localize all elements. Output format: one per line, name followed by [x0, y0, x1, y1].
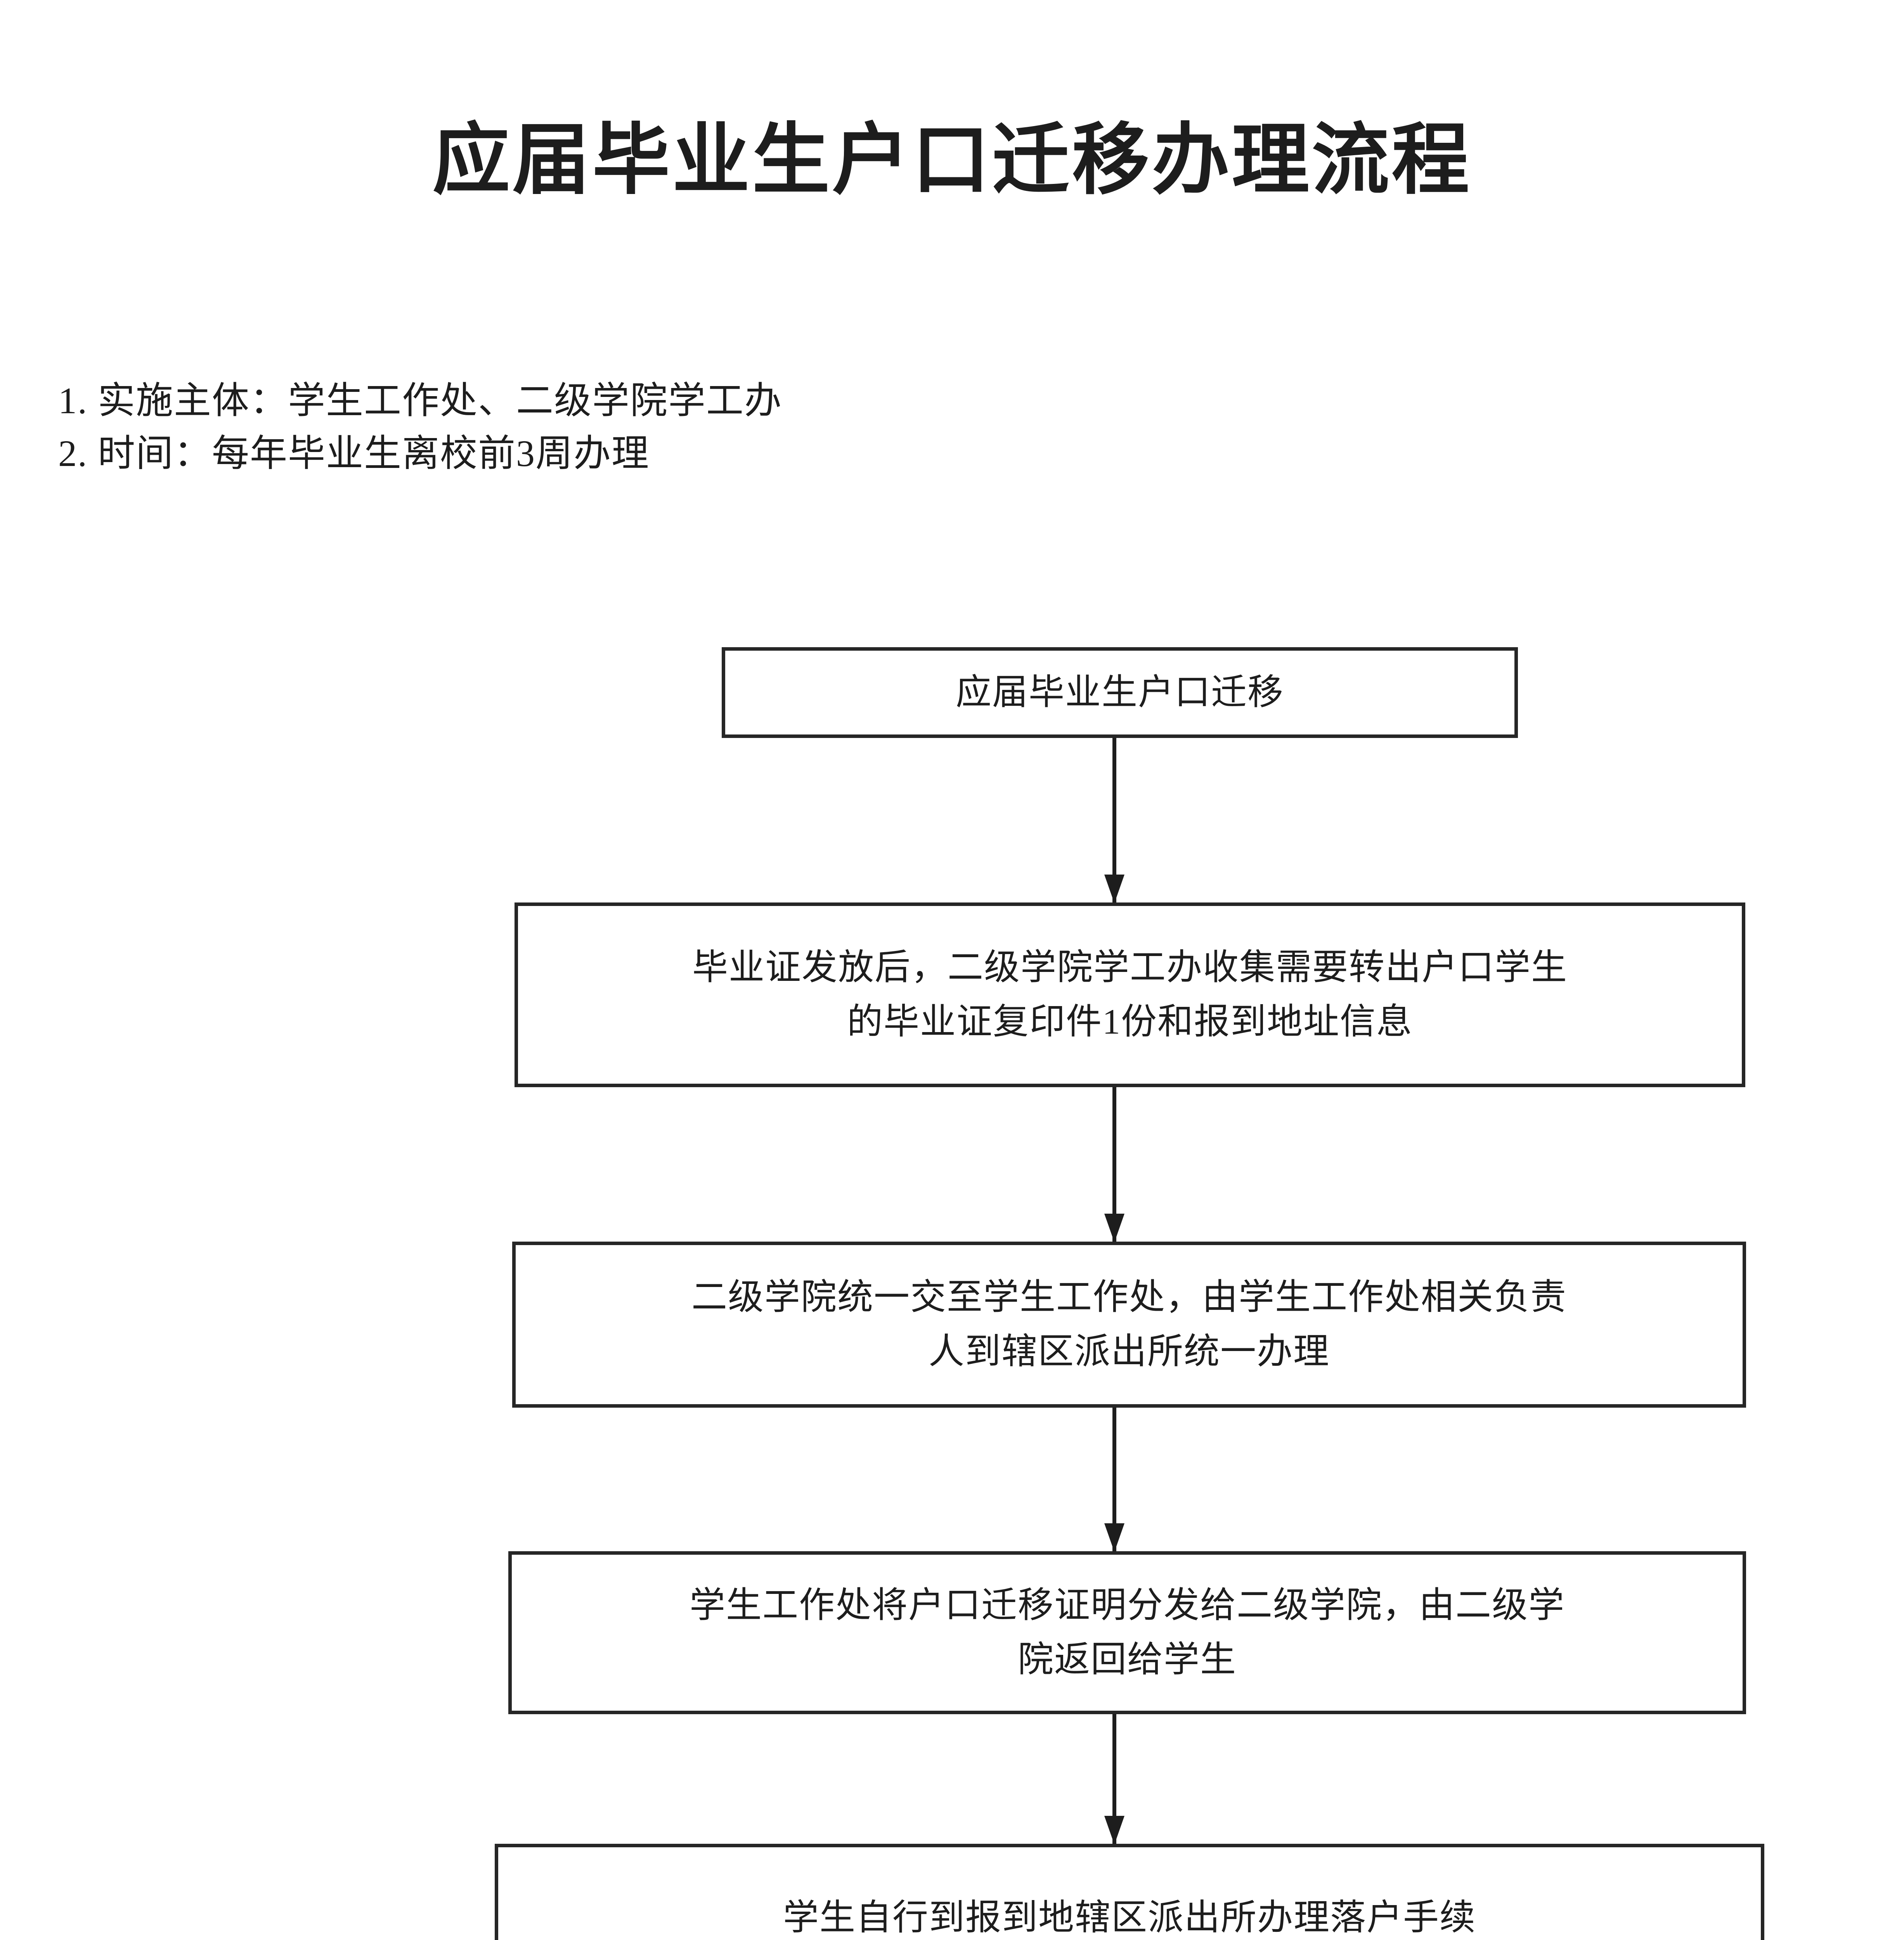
notes-block: 1. 实施主体：学生工作处、二级学院学工办 2. 时间：每年毕业生离校前3周办理 [58, 374, 782, 480]
flow-node-step-2-line-2: 人到辖区派出所统一办理 [928, 1332, 1330, 1371]
flow-node-step-4: 学生自行到报到地辖区派出所办理落户手续 [495, 1844, 1764, 1940]
note-line-timing: 2. 时间：每年毕业生离校前3周办理 [58, 433, 650, 475]
flow-node-step-3: 学生工作处将户口迁移证明分发给二级学院，由二级学 院返回给学生 [508, 1551, 1746, 1714]
note-line-implementing-body: 1. 实施主体：学生工作处、二级学院学工办 [58, 380, 782, 421]
flow-node-step-1-line-2: 的毕业证复印件1份和报到地址信息 [847, 1002, 1413, 1041]
flow-node-start: 应届毕业生户口迁移 [722, 647, 1518, 738]
flow-node-step-2-line-1: 二级学院统一交至学生工作处，由学生工作处相关负责 [691, 1277, 1567, 1317]
flow-node-step-3-line-1: 学生工作处将户口迁移证明分发给二级学院，由二级学 [689, 1585, 1565, 1625]
flow-connector-4-arrow-down [1112, 1714, 1116, 1844]
flow-node-step-4-line-1: 学生自行到报到地辖区派出所办理落户手续 [783, 1898, 1476, 1938]
flow-node-step-3-line-2: 院返回给学生 [1017, 1640, 1237, 1679]
flow-node-step-1-line-1: 毕业证发放后，二级学院学工办收集需要转出户口学生 [692, 947, 1568, 987]
page-title: 应届毕业生户口迁移办理流程 [432, 118, 1472, 204]
flow-connector-3-arrow-down [1112, 1408, 1116, 1551]
flow-node-step-2: 二级学院统一交至学生工作处，由学生工作处相关负责 人到辖区派出所统一办理 [512, 1242, 1746, 1408]
flow-connector-2-arrow-down [1112, 1087, 1116, 1242]
flow-node-start-line-1: 应届毕业生户口迁移 [955, 672, 1284, 712]
flow-node-step-1: 毕业证发放后，二级学院学工办收集需要转出户口学生 的毕业证复印件1份和报到地址信… [515, 902, 1745, 1087]
flow-connector-1-arrow-down [1112, 738, 1116, 902]
